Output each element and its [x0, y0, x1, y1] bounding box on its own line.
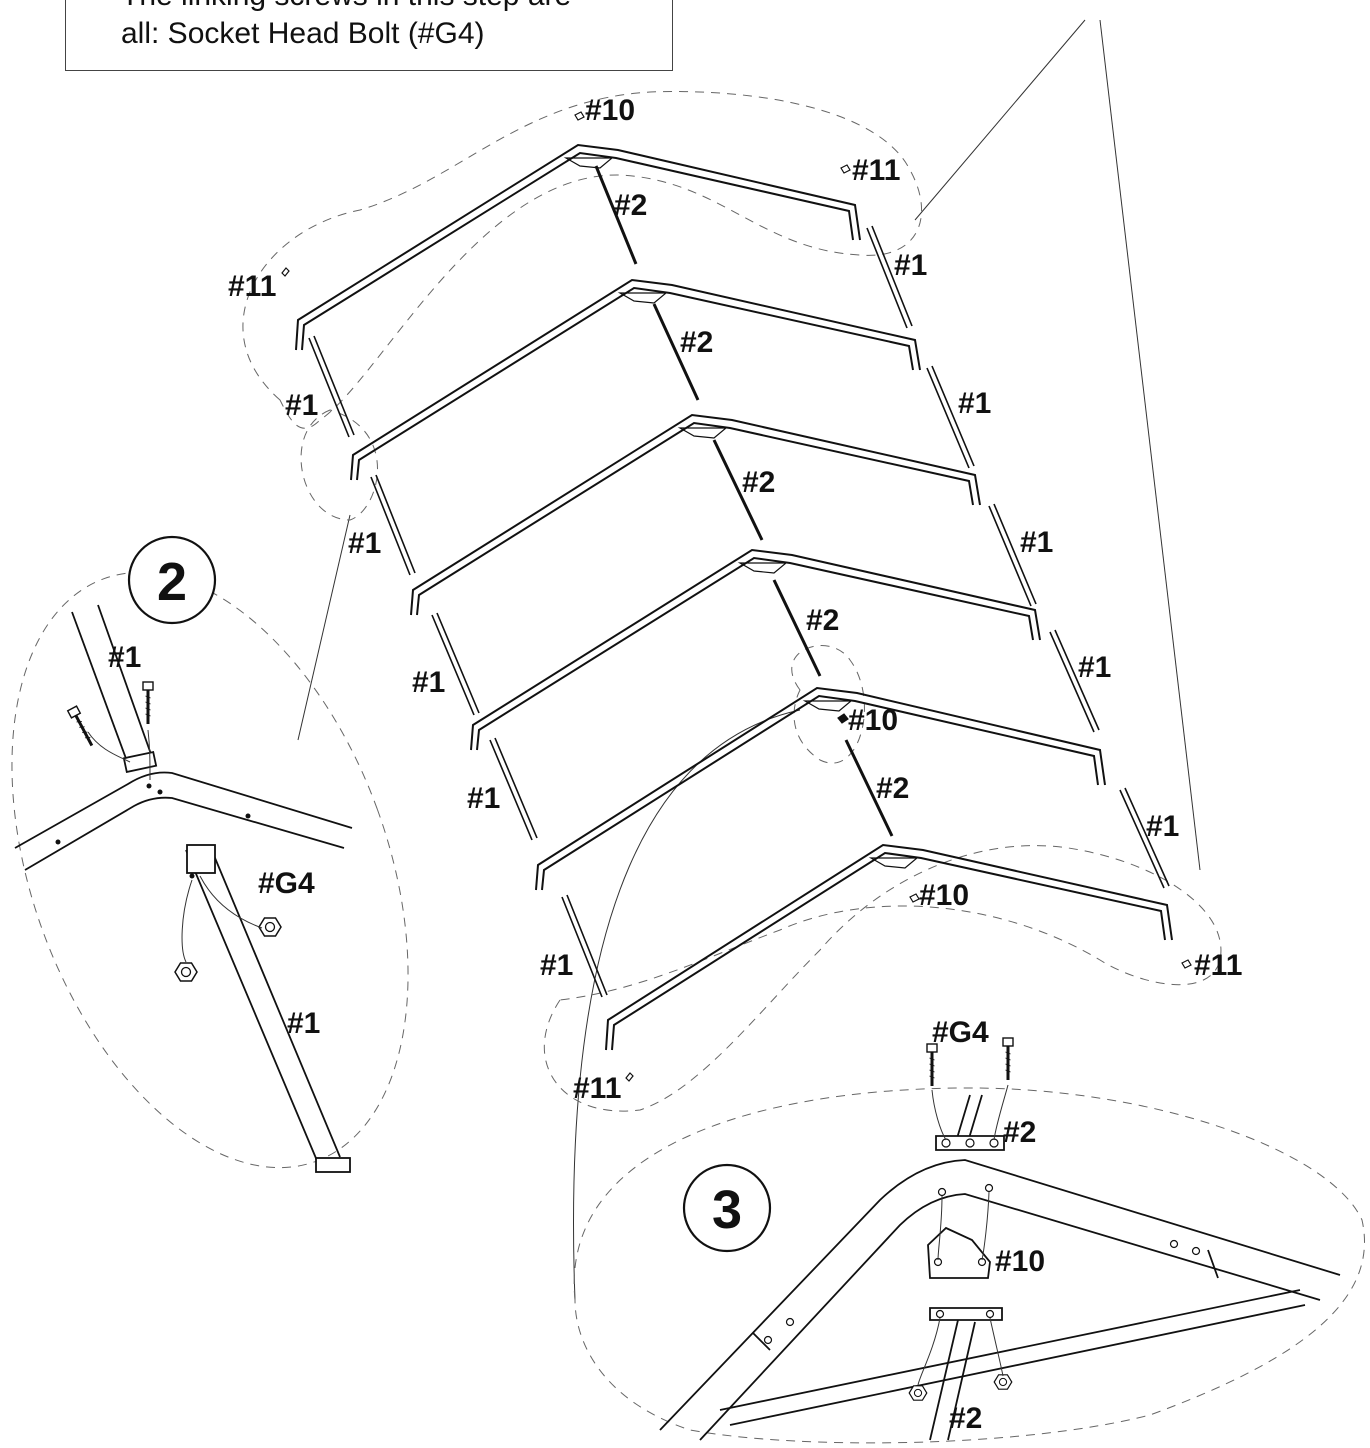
truss-6 [605, 843, 1173, 1051]
socket-head-bolt-icon [1001, 1036, 1015, 1082]
label-part1: #1 [540, 949, 573, 982]
label-part1: #1 [894, 249, 927, 282]
truss-2 [350, 278, 921, 481]
label-g4: #G4 [932, 1016, 989, 1049]
purlin-right-1 [866, 225, 913, 329]
label-part1: #1 [1078, 651, 1111, 684]
label-part11: #11 [228, 270, 276, 303]
truss-5 [535, 686, 1106, 891]
detail-3: 3 [659, 1016, 1341, 1441]
label-part1: #1 [285, 389, 318, 422]
step-3-number: 3 [712, 1180, 742, 1240]
label-part11: #11 [573, 1072, 621, 1105]
hex-nut-icon [908, 1385, 928, 1401]
dashed-outlines [11, 91, 1365, 1444]
label-part2: #2 [876, 772, 909, 805]
detail-2: 2 #1 #G4 #1 [14, 535, 353, 1173]
truss-4 [470, 548, 1041, 751]
label-part1: #1 [1146, 810, 1179, 843]
detail-2-frame [14, 604, 353, 1173]
detail-3-holes [763, 1138, 1201, 1345]
hex-nut-icon [174, 962, 198, 982]
step-2-circle [127, 535, 217, 625]
detail-2-leader-lines [87, 729, 263, 963]
label-part1: #1 [1020, 526, 1053, 559]
step-2-number: 2 [157, 552, 187, 612]
leader-lines [297, 19, 1201, 1301]
label-part1: #1 [958, 387, 991, 420]
truss-1 [295, 143, 861, 351]
note-line-1: The linking screws in this step are [121, 0, 571, 13]
label-part10: #10 [585, 94, 635, 127]
purlin-right-4 [1049, 629, 1100, 733]
purlin-left-5 [561, 894, 608, 998]
purlin-right-2 [926, 365, 975, 469]
label-part10: #10 [995, 1245, 1045, 1278]
label-part1: #1 [108, 641, 141, 674]
label-part10: #10 [848, 704, 898, 737]
purlin-left-3 [431, 612, 480, 716]
label-part2: #2 [614, 189, 647, 222]
hex-nut-icon [258, 917, 282, 937]
label-part2: #2 [742, 466, 775, 499]
hex-nut-icon [993, 1374, 1013, 1390]
instruction-note: The linking screws in this step are all:… [65, 0, 673, 71]
detail-3-leader-lines [917, 1084, 1009, 1386]
purlin-left-4 [489, 737, 538, 841]
label-part2: #2 [806, 604, 839, 637]
label-part11: #11 [1194, 949, 1242, 982]
purlin-right-5 [1119, 787, 1170, 889]
roof-trusses [295, 143, 1173, 1051]
label-g4: #G4 [258, 867, 315, 900]
socket-head-bolt-icon [66, 704, 98, 750]
label-part1: #1 [348, 527, 381, 560]
label-part2: #2 [1003, 1116, 1036, 1149]
truss-3 [410, 413, 981, 616]
socket-head-bolt-icon [141, 680, 155, 726]
label-part1: #1 [412, 666, 445, 699]
note-line-2: all: Socket Head Bolt (#G4) [121, 17, 485, 50]
purlin-right-3 [988, 503, 1037, 607]
detail-3-frame [659, 1094, 1341, 1441]
purlin-left-1 [308, 335, 355, 438]
label-part2: #2 [680, 326, 713, 359]
label-part10: #10 [919, 879, 969, 912]
purlins-1 [308, 225, 1170, 998]
step-3-circle [682, 1163, 772, 1253]
corner-bracket-icon [281, 111, 1192, 1082]
purlin-left-2 [370, 474, 416, 576]
label-part1: #1 [467, 782, 500, 815]
part-labels: #10 #11 #2 #1 #11 #2 #1 #1 #2 #1 #1 #2 #… [228, 94, 1242, 1105]
purlins-2 [594, 165, 894, 837]
label-part1: #1 [287, 1007, 320, 1040]
label-part2: #2 [949, 1402, 982, 1435]
label-part11: #11 [852, 154, 900, 187]
socket-head-bolt-icon [925, 1042, 939, 1088]
detail-2-holes [55, 783, 251, 879]
